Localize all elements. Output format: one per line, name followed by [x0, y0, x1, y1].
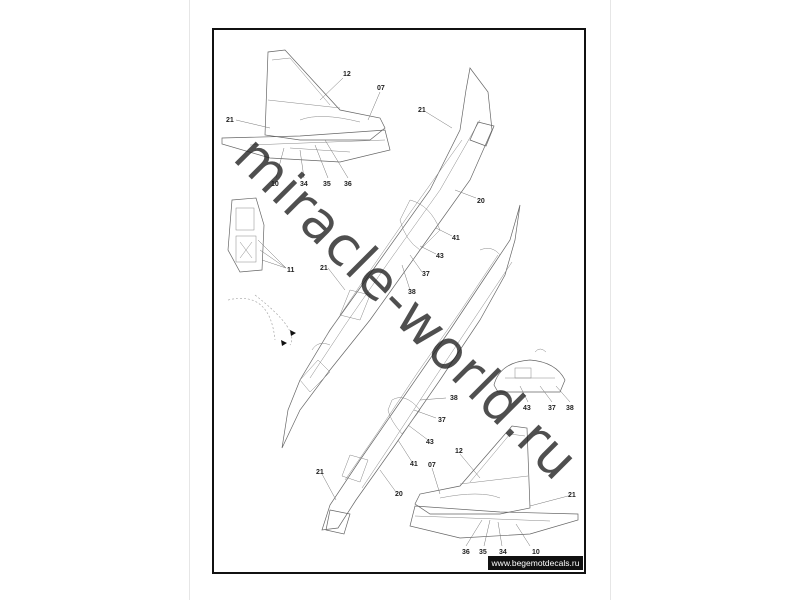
arrow-icon — [281, 340, 287, 346]
callout-21: 21 — [320, 265, 328, 272]
callout-10: 10 — [271, 181, 279, 188]
aircraft-lower — [321, 204, 521, 535]
callout-41: 41 — [410, 461, 418, 468]
callout-20: 20 — [477, 198, 485, 205]
callout-10: 10 — [532, 549, 540, 556]
callout-11: 11 — [287, 267, 295, 274]
website-credit-label: www.begemotdecals.ru — [488, 556, 583, 570]
callout-43: 43 — [523, 405, 531, 412]
callout-07: 07 — [377, 85, 385, 92]
engine-detail — [493, 348, 566, 393]
callout-37: 37 — [438, 417, 446, 424]
callout-12: 12 — [455, 448, 463, 455]
tail-side-view-top — [221, 49, 391, 163]
callout-37: 37 — [422, 271, 430, 278]
drawing-frame — [212, 28, 586, 574]
tail-side-view-bottom — [409, 425, 579, 539]
cockpit-detail — [227, 197, 265, 273]
callout-21: 21 — [568, 492, 576, 499]
callout-43: 43 — [436, 253, 444, 260]
callout-38: 38 — [450, 395, 458, 402]
callout-21: 21 — [316, 469, 324, 476]
callout-43: 43 — [426, 439, 434, 446]
arrow-icon — [290, 330, 296, 336]
callout-12: 12 — [343, 71, 351, 78]
callout-34: 34 — [499, 549, 507, 556]
callout-36: 36 — [462, 549, 470, 556]
callout-38: 38 — [408, 289, 416, 296]
instruction-sheet — [190, 0, 610, 600]
callout-20: 20 — [395, 491, 403, 498]
callout-35: 35 — [479, 549, 487, 556]
callout-07: 07 — [428, 462, 436, 469]
callout-34: 34 — [300, 181, 308, 188]
callout-21: 21 — [226, 117, 234, 124]
callout-21: 21 — [418, 107, 426, 114]
callout-35: 35 — [323, 181, 331, 188]
callout-37: 37 — [548, 405, 556, 412]
callout-38: 38 — [566, 405, 574, 412]
callout-36: 36 — [344, 181, 352, 188]
aircraft-upper — [281, 67, 495, 449]
callout-41: 41 — [452, 235, 460, 242]
